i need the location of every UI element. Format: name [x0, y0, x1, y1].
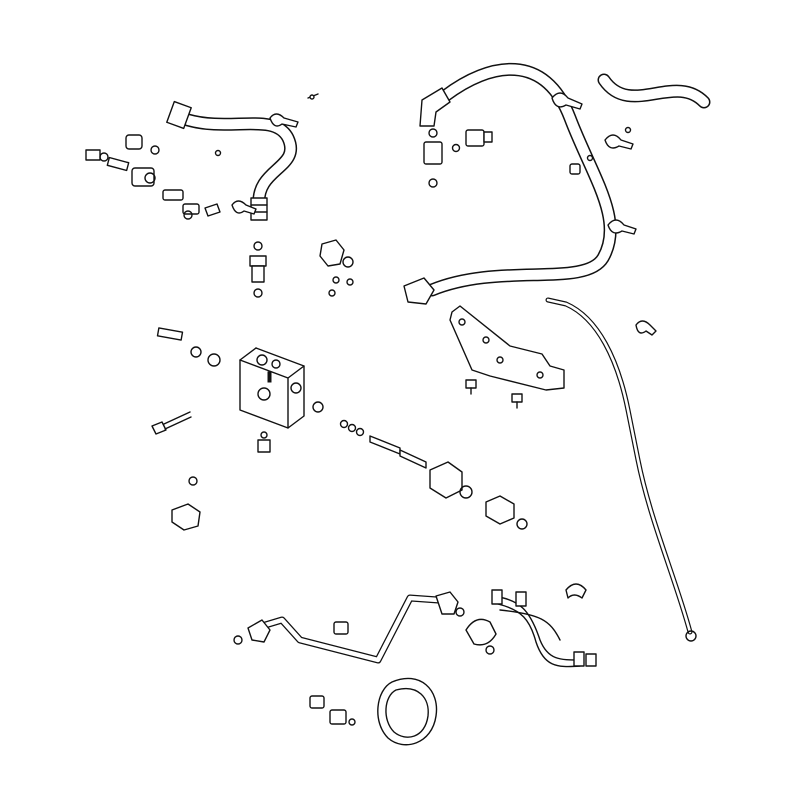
cap-and-oring — [465, 618, 497, 655]
mounting-bracket-plate — [449, 305, 565, 391]
solenoid-valve-stem — [339, 419, 528, 530]
tube-thin-right — [545, 297, 697, 642]
hose-small-top-right — [597, 73, 711, 109]
fittings-bottom — [309, 695, 356, 726]
wiring-harness — [491, 583, 597, 668]
tube-bottom — [233, 591, 465, 664]
gasket — [377, 677, 438, 746]
adapter-fitting-center — [249, 239, 354, 298]
bolt-small — [307, 93, 319, 100]
bracket-bolts — [465, 379, 523, 409]
valve-block — [239, 347, 305, 429]
cartridge-valve — [151, 327, 324, 453]
fittings-left-cluster — [85, 134, 222, 220]
hose-top-left — [166, 100, 297, 221]
fittings-top-right — [423, 92, 637, 235]
fitting-lower-left — [171, 476, 201, 531]
hose-top-right — [403, 63, 617, 305]
hose-clamp — [231, 113, 299, 215]
